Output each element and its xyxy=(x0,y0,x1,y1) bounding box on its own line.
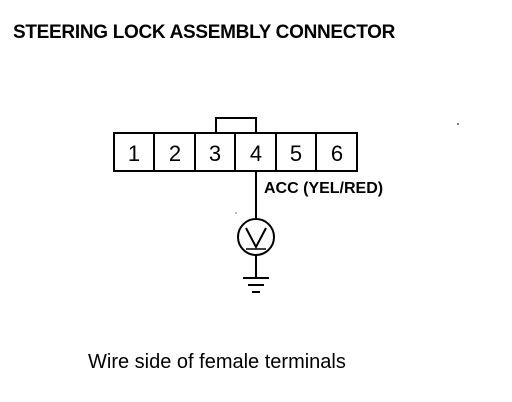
pin-6: 6 xyxy=(331,141,343,166)
pin-3: 3 xyxy=(209,141,221,166)
caption: Wire side of female terminals xyxy=(88,351,346,373)
jumper-wire xyxy=(215,117,257,133)
scan-speck xyxy=(235,212,237,214)
pin-5: 5 xyxy=(290,141,302,166)
diagram-title: STEERING LOCK ASSEMBLY CONNECTOR xyxy=(13,22,396,43)
connector-body xyxy=(113,132,358,172)
pin-2: 2 xyxy=(169,141,181,166)
pin-1: 1 xyxy=(128,141,140,166)
wire-label: ACC (YEL/RED) xyxy=(264,180,383,197)
pin-4: 4 xyxy=(250,141,262,166)
ground-icon xyxy=(243,277,269,293)
scan-speck xyxy=(457,123,459,125)
voltmeter-icon xyxy=(237,218,275,256)
